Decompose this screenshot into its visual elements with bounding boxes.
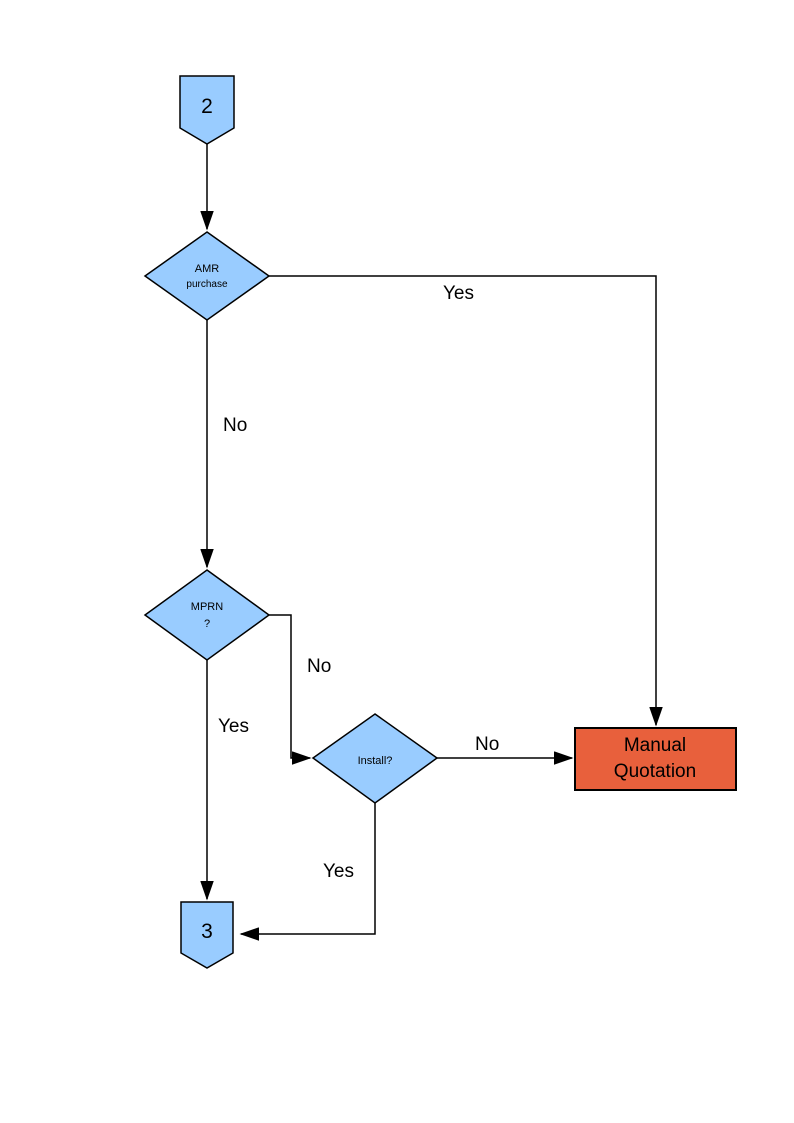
edge-label-install-yes: Yes — [323, 861, 354, 882]
edge-label-install-no: No — [475, 734, 499, 755]
amr-diamond-shape — [143, 231, 271, 321]
mprn-label-line2: ? — [204, 618, 210, 630]
node-connector-3: 3 — [180, 901, 234, 969]
edge-label-mprn-no: No — [307, 656, 331, 677]
install-label: Install? — [358, 755, 393, 767]
mprn-label-line1: MPRN — [191, 601, 223, 613]
connector-2-label: 2 — [201, 95, 213, 118]
connector-3-shape — [180, 901, 234, 969]
edge-labels: Yes No No Yes No Yes — [218, 283, 499, 882]
amr-label-line2: purchase — [186, 279, 228, 290]
node-connector-2: 2 — [179, 75, 235, 145]
edge-label-mprn-yes: Yes — [218, 716, 249, 737]
install-diamond-shape — [311, 713, 439, 804]
edge-install-yes-to-connector3 — [239, 803, 376, 941]
manual-quotation-label-line2: Quotation — [614, 761, 696, 782]
node-manual-quotation: Manual Quotation — [574, 727, 737, 791]
manual-quotation-label-line1: Manual — [624, 735, 686, 756]
connectors — [200, 144, 663, 941]
node-install: Install? — [311, 713, 439, 804]
edge-amr-yes-to-manual-quotation — [269, 275, 663, 727]
node-mprn: MPRN ? — [143, 569, 271, 661]
edge-mprn-no-to-install — [269, 614, 312, 765]
node-amr-purchase: AMR purchase — [143, 231, 271, 321]
edge-label-amr-yes: Yes — [443, 283, 474, 304]
manual-quotation-shape — [574, 727, 737, 791]
edge-label-amr-no: No — [223, 415, 247, 436]
amr-label-line1: AMR — [195, 263, 220, 275]
mprn-diamond-shape — [143, 569, 271, 661]
connector-2-shape — [179, 75, 235, 145]
connector-3-label: 3 — [201, 920, 213, 943]
